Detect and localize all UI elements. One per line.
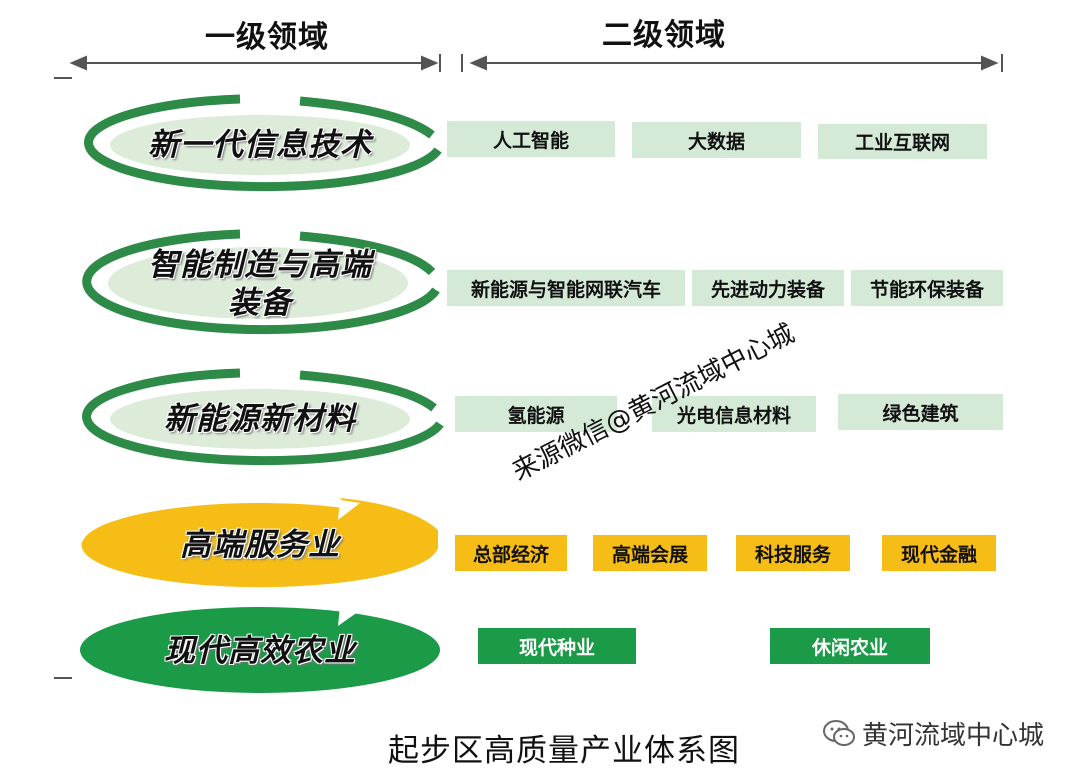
footer-brand: 黄河流域中心城 <box>822 715 1044 752</box>
category-label-1: 新一代信息技术 <box>148 127 372 163</box>
footer-brand-text: 黄河流域中心城 <box>862 721 1045 751</box>
sub-box-3-2: 光电信息材料 <box>652 396 816 432</box>
sub-box-3-3: 绿色建筑 <box>838 394 1003 430</box>
category-label-2: 智能制造与高端 装备 <box>110 242 410 326</box>
level1-arrow <box>69 54 441 72</box>
sub-box-5-2: 休闲农业 <box>770 628 930 664</box>
gold-ellipse-4 <box>81 498 438 588</box>
sub-box-1-2: 大数据 <box>632 122 801 158</box>
sub-box-2-1: 新能源与智能网联汽车 <box>447 270 685 306</box>
sub-box-5-1: 现代种业 <box>478 628 636 664</box>
sub-box-4-4: 现代金融 <box>882 535 996 571</box>
level2-arrow <box>461 54 1003 72</box>
sub-box-3-1: 氢能源 <box>455 396 617 432</box>
sub-box-2-3: 节能环保装备 <box>851 270 1003 306</box>
category-label-5: 现代高效农业 <box>164 633 356 669</box>
wechat-icon <box>823 719 855 746</box>
diagram-title: 起步区高质量产业体系图 <box>388 733 740 769</box>
sub-box-1-1: 人工智能 <box>447 121 615 157</box>
sub-box-2-2: 先进动力装备 <box>692 270 844 306</box>
ring-3 <box>80 368 444 466</box>
ring-1 <box>82 94 442 192</box>
green-ellipse-5 <box>80 606 440 693</box>
level1-header: 一级领域 <box>205 20 329 55</box>
level2-header: 二级领域 <box>602 18 726 53</box>
sub-box-4-3: 科技服务 <box>736 535 850 571</box>
category-label-4: 高端服务业 <box>180 527 340 563</box>
ring-2 <box>80 229 440 335</box>
sub-box-4-2: 高端会展 <box>593 535 707 571</box>
category-label-2-line2: 装备 <box>228 285 292 321</box>
category-label-3: 新能源新材料 <box>164 401 356 437</box>
category-label-2-line1: 智能制造与高端 <box>148 247 372 283</box>
sub-box-1-3: 工业互联网 <box>818 124 987 159</box>
sub-box-4-1: 总部经济 <box>455 535 567 571</box>
